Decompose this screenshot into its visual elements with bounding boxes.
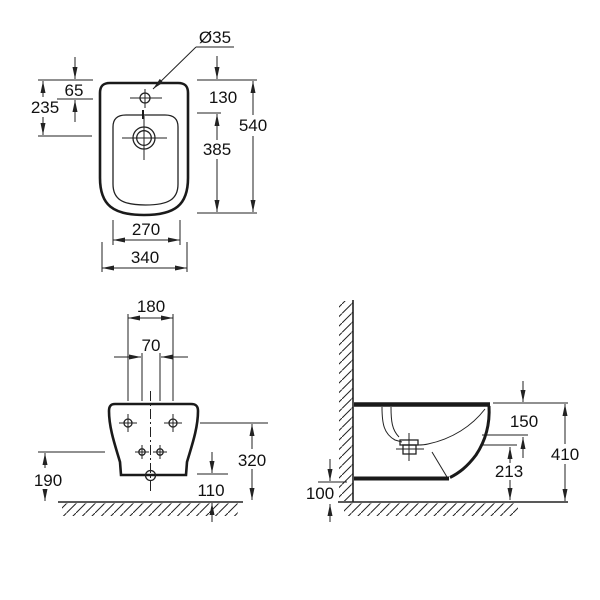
side-view: 150 213 410 100 <box>306 300 579 522</box>
dimension-540: 540 <box>239 81 267 212</box>
rear-view: 180 70 320 190 110 <box>34 297 268 522</box>
dim-label-410: 410 <box>551 445 579 464</box>
dimension-100: 100 <box>306 459 347 522</box>
dim-label-diameter: Ø35 <box>199 28 231 47</box>
dim-label-100: 100 <box>306 484 334 503</box>
inner-bowl-line <box>417 408 486 446</box>
diameter-callout: Ø35 <box>152 28 234 90</box>
wall-hatch <box>339 301 353 501</box>
fixing-hole-right <box>164 414 182 432</box>
dim-label-150: 150 <box>510 412 538 431</box>
dim-label-385: 385 <box>203 140 231 159</box>
drain-hole <box>122 116 167 160</box>
dimension-235: 235 <box>31 81 59 135</box>
dim-label-320: 320 <box>238 451 266 470</box>
dimension-385: 385 <box>203 114 231 212</box>
dimension-180: 180 <box>128 297 173 321</box>
dimension-340: 340 <box>101 242 188 272</box>
fixing-hole-left <box>119 414 137 432</box>
bidet-outline-rear <box>107 402 200 477</box>
front-edge <box>449 405 491 479</box>
bowl-back-line-2 <box>390 406 400 438</box>
dimension-110: 110 <box>197 452 228 522</box>
basin-outline <box>112 114 179 206</box>
dim-label-110: 110 <box>197 481 224 500</box>
dimension-320: 320 <box>200 422 268 500</box>
dim-label-270: 270 <box>132 220 160 239</box>
tap-hole <box>130 89 162 108</box>
dimension-150: 150 <box>482 381 538 458</box>
bowl-back-line <box>381 406 403 443</box>
dim-label-70: 70 <box>142 336 161 355</box>
leader-arrow <box>152 46 197 90</box>
floor-hatch <box>344 503 518 516</box>
bidet-profile-side <box>354 402 491 481</box>
dim-label-130: 130 <box>209 88 237 107</box>
floor-hatch <box>62 503 238 516</box>
dim-label-190: 190 <box>34 471 62 490</box>
dimension-270: 270 <box>112 220 181 245</box>
dimension-190: 190 <box>34 451 105 501</box>
dimension-130: 130 <box>209 56 237 107</box>
dim-label-65: 65 <box>65 81 84 100</box>
dimension-213: 213 <box>480 444 523 500</box>
dimension-410: 410 <box>551 404 579 501</box>
dim-label-180: 180 <box>137 297 165 316</box>
top-view: 65 235 130 385 540 270 <box>31 28 267 272</box>
dim-label-340: 340 <box>131 248 159 267</box>
dim-label-235: 235 <box>31 98 59 117</box>
dim-label-540: 540 <box>239 116 267 135</box>
trap-line <box>431 451 448 478</box>
drain-outlet-circle <box>144 469 157 482</box>
dimension-65: 65 <box>65 57 84 122</box>
inlet-hole-right <box>153 445 167 459</box>
dim-label-213: 213 <box>495 462 523 481</box>
inlet-hole-left <box>135 445 149 459</box>
dimension-70: 70 <box>114 336 188 360</box>
